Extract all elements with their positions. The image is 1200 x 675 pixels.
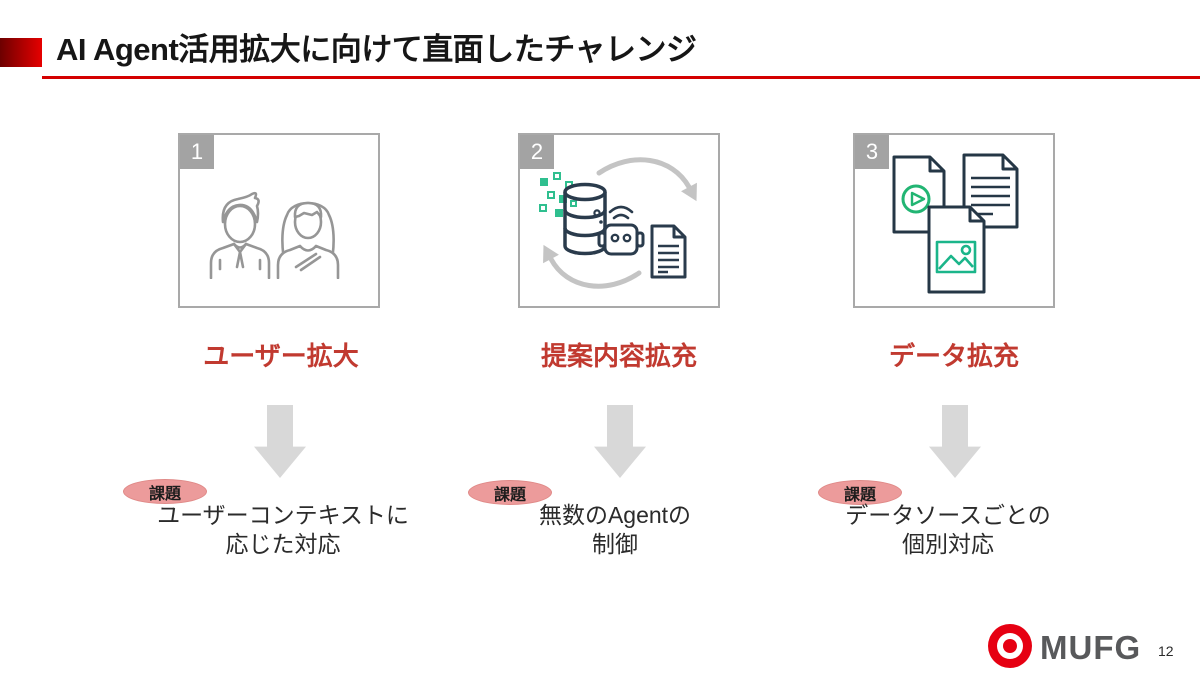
down-arrow-icon (254, 405, 306, 478)
mufg-logo-icon (988, 624, 1032, 668)
issue-badge-3: 課題 (818, 480, 902, 505)
issue-line: 制御 (592, 531, 638, 557)
step-box-1: 1 (178, 133, 380, 308)
issue-text-2: 無数のAgentの 制御 (445, 501, 785, 559)
issue-text-1: ユーザーコンテキストに 応じた対応 (113, 501, 453, 559)
page-title: AI Agent活用拡大に向けて直面したチャレンジ (56, 32, 697, 67)
title-underline (42, 76, 1200, 79)
issue-line: 無数のAgentの (538, 502, 692, 528)
page-number: 12 (1158, 643, 1174, 659)
step-box-2: 2 (518, 133, 720, 308)
step-number-badge: 2 (520, 135, 554, 169)
step-number-badge: 1 (180, 135, 214, 169)
down-arrow-icon (594, 405, 646, 478)
issue-text-3: データソースごとの 個別対応 (778, 501, 1118, 559)
title-accent-bar (0, 38, 42, 67)
issue-line: データソースごとの (845, 502, 1051, 528)
step-box-3: 3 (853, 133, 1055, 308)
issue-line: ユーザーコンテキストに (157, 502, 409, 528)
step-number-badge: 3 (855, 135, 889, 169)
mufg-logo-text: MUFG (1040, 629, 1142, 666)
issue-line: 個別対応 (902, 531, 994, 557)
down-arrow-icon (929, 405, 981, 478)
issue-badge-2: 課題 (468, 480, 552, 505)
issue-badge-1: 課題 (123, 479, 207, 504)
issue-line: 応じた対応 (225, 531, 341, 557)
column-label-1: ユーザー拡大 (203, 341, 359, 371)
column-label-2: 提案内容拡充 (540, 341, 697, 371)
column-label-3: データ拡充 (888, 341, 1019, 371)
